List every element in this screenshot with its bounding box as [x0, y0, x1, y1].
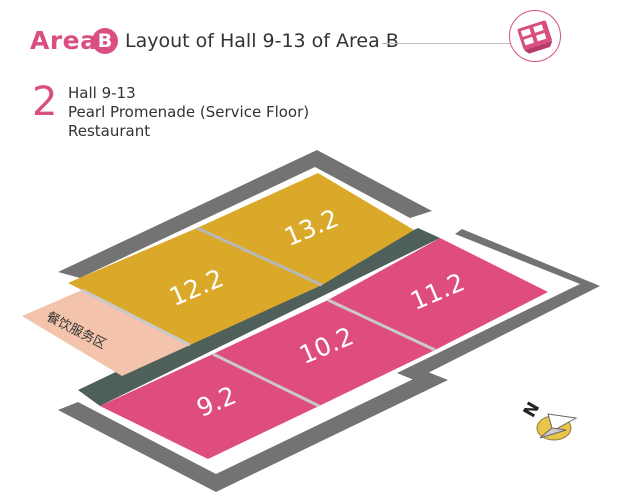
restaurant-divider [81, 288, 191, 347]
header-divider [382, 43, 538, 44]
hall-11-area[interactable] [328, 238, 548, 350]
header: Area B Layout of Hall 9-13 of Area B [30, 24, 620, 60]
page-title: Layout of Hall 9-13 of Area B [125, 30, 399, 52]
area-letter-badge: B [92, 28, 118, 54]
hall-13-area[interactable] [197, 173, 414, 285]
map-frame-right [397, 229, 600, 380]
section-line-hall: Hall 9-13 [68, 84, 136, 102]
section-line-promenade: Pearl Promenade (Service Floor) [68, 103, 310, 121]
compass-north-label: N [520, 399, 544, 421]
hall-divider-pink-a [212, 352, 320, 408]
hall-10-area[interactable] [213, 300, 435, 406]
corridor-strip [78, 228, 440, 406]
map-frame-upper [58, 150, 432, 278]
map-badge-icon[interactable] [509, 10, 561, 62]
hall-divider-pink-b [327, 298, 436, 352]
section-line-restaurant: Restaurant [68, 122, 151, 140]
compass-icon: N [520, 399, 578, 441]
restaurant-area[interactable] [22, 290, 190, 376]
map-frame-lower [58, 372, 448, 492]
area-label: Area [30, 26, 98, 55]
hall-divider-gold [196, 226, 323, 287]
section-number: 2 [32, 79, 58, 125]
section-description: Hall 9-13 Pearl Promenade (Service Floor… [68, 84, 309, 141]
